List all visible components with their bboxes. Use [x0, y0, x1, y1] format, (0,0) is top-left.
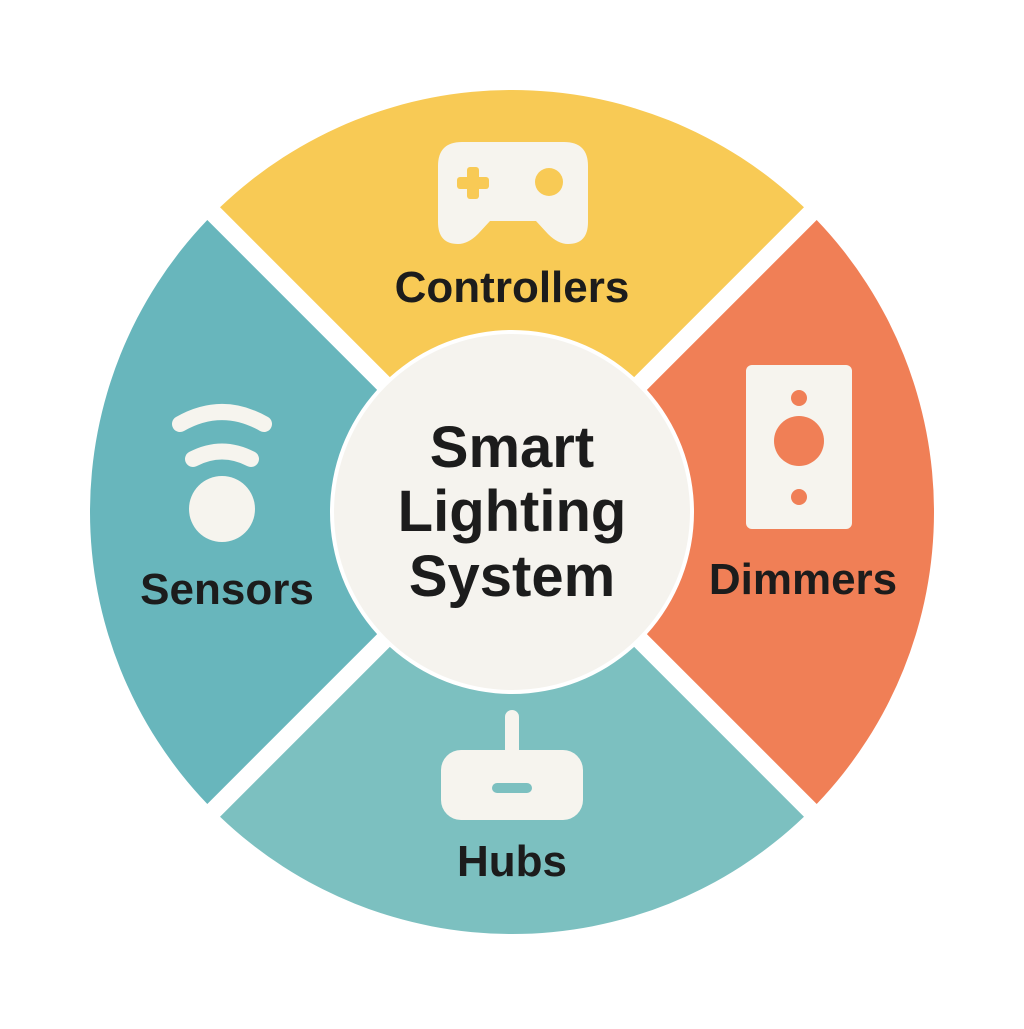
- label-sensors: Sensors: [140, 565, 314, 614]
- gamepad-icon: [438, 142, 588, 244]
- center-circle: [334, 334, 690, 690]
- wall-switch-icon: [746, 365, 852, 529]
- wireless-signal-icon: [172, 404, 272, 542]
- center-title-line-2: Lighting: [398, 479, 627, 544]
- segment-controllers: [220, 90, 804, 378]
- label-hubs: Hubs: [457, 837, 567, 886]
- hub-router-icon: [441, 710, 583, 820]
- label-dimmers: Dimmers: [709, 555, 897, 604]
- center-title-line-3: System: [409, 544, 615, 609]
- center-title-line-1: Smart: [430, 415, 594, 480]
- label-controllers: Controllers: [395, 263, 630, 312]
